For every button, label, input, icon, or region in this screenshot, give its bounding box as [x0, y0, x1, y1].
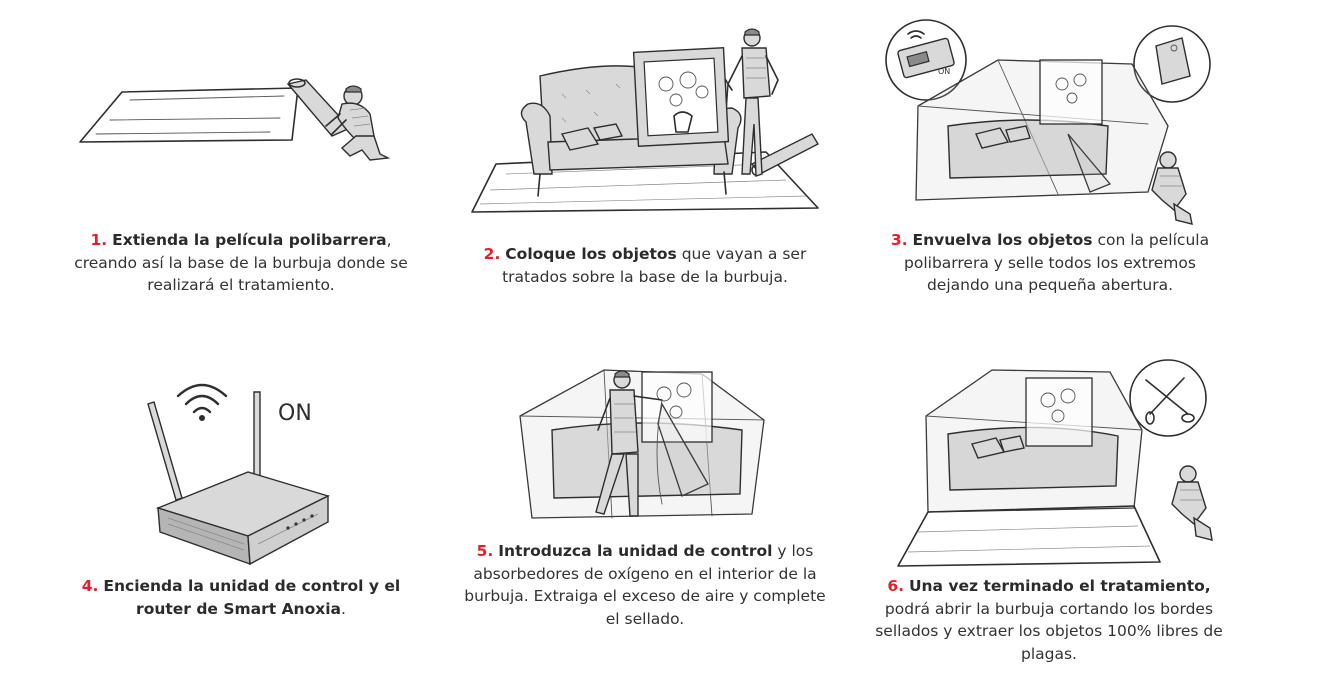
- step-title: Envuelva los objetos: [912, 231, 1093, 249]
- step-number: 3.: [890, 231, 908, 249]
- step-4-illustration: ON: [138, 368, 358, 568]
- step-3-caption: 3. Envuelva los objetos con la película …: [880, 229, 1220, 297]
- step-number: 6.: [887, 577, 904, 595]
- step-1-illustration: [70, 70, 410, 170]
- step-4-caption: 4. Encienda la unidad de control y el ro…: [58, 575, 424, 620]
- step-number: 2.: [483, 245, 501, 263]
- step-6-caption: 6. Una vez terminado el tratamiento, pod…: [866, 575, 1232, 665]
- step-5-caption: 5. Introduzca la unidad de control y los…: [456, 540, 834, 630]
- step-title: Introduzca la unidad de control: [498, 542, 773, 560]
- step-1-caption: 1. Extienda la película polibarrera, cre…: [58, 229, 424, 297]
- step-number: 4.: [81, 577, 99, 595]
- step-number: 5.: [476, 542, 494, 560]
- step-text: y los absorbedores de oxígeno en el inte…: [464, 542, 826, 628]
- step-text: .: [341, 599, 346, 618]
- step-5-illustration: [512, 364, 776, 530]
- step-title: Encienda la unidad de control y el route…: [103, 577, 401, 618]
- step-title: Coloque los objetos: [505, 245, 677, 263]
- step-2-caption: 2. Coloque los objetos que vayan a ser t…: [474, 243, 816, 288]
- step-2-illustration: [466, 24, 836, 220]
- step-title: Una vez terminado el tratamiento,: [908, 577, 1211, 595]
- step-text: que vayan a ser tratados sobre la base d…: [502, 245, 807, 286]
- step-3-illustration: ON: [878, 14, 1214, 226]
- step-text: , creando así la base de la burbuja dond…: [74, 231, 408, 294]
- step-text: con la película polibarrera y selle todo…: [904, 231, 1210, 294]
- router-on-label: ON: [278, 401, 312, 426]
- step-title: Extienda la película polibarrera: [112, 231, 387, 249]
- step-text: podrá abrir la burbuja cortando los bord…: [875, 599, 1223, 663]
- step-number: 1.: [90, 231, 108, 249]
- step-6-illustration: [888, 356, 1218, 570]
- device-on-label: ON: [938, 67, 950, 76]
